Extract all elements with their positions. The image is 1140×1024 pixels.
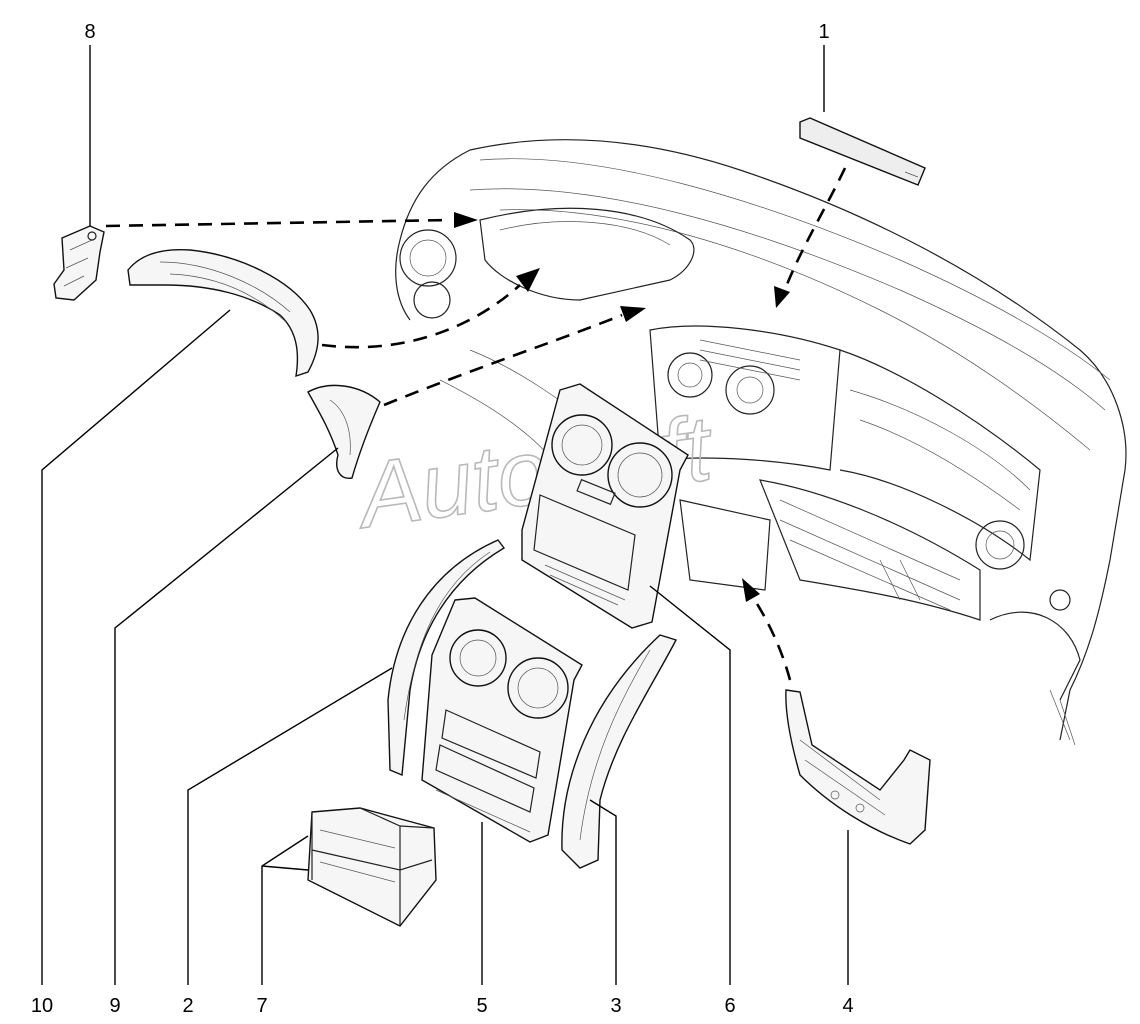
part-6-center-bezel bbox=[521, 383, 689, 629]
callout-10: 10 bbox=[31, 995, 53, 1017]
callout-7: 7 bbox=[256, 995, 267, 1017]
callout-4: 4 bbox=[842, 995, 853, 1017]
leader-lines bbox=[41, 45, 849, 985]
arrow-part-9-head bbox=[620, 306, 646, 322]
arrow-part-4-head bbox=[742, 578, 760, 602]
part-10-upper-trim bbox=[127, 248, 319, 378]
arrow-part-8 bbox=[105, 218, 451, 228]
arrow-part-10-head bbox=[516, 268, 540, 292]
part-1-top-panel bbox=[799, 117, 926, 186]
leader-3 bbox=[589, 799, 617, 985]
callout-3: 3 bbox=[610, 995, 621, 1017]
leader-10 bbox=[41, 309, 231, 985]
leader-9 bbox=[114, 447, 339, 985]
part-4-console-frame bbox=[785, 689, 931, 845]
part-5-center-bezel-lower bbox=[421, 597, 583, 843]
callout-labels: 1 8 10 9 2 7 5 3 6 4 bbox=[31, 21, 854, 1017]
leader-6 bbox=[649, 585, 731, 985]
part-7-storage-box bbox=[307, 807, 437, 927]
callout-9: 9 bbox=[109, 995, 120, 1017]
leader-2 bbox=[187, 667, 393, 985]
callout-5: 5 bbox=[476, 995, 487, 1017]
arrow-part-1 bbox=[782, 167, 847, 293]
part-3-right-trim bbox=[561, 634, 678, 869]
callout-8: 8 bbox=[84, 21, 95, 43]
callout-6: 6 bbox=[724, 995, 735, 1017]
part-9-corner-cap bbox=[307, 384, 381, 479]
arrow-part-10 bbox=[321, 284, 521, 349]
arrow-part-9 bbox=[383, 313, 623, 407]
arrow-part-8-head bbox=[454, 212, 478, 228]
leader-7 bbox=[261, 835, 309, 985]
arrow-part-4 bbox=[750, 595, 792, 681]
arrow-part-1-head bbox=[774, 286, 790, 308]
dashboard-assembly bbox=[395, 138, 1127, 746]
callout-2: 2 bbox=[182, 995, 193, 1017]
assembly-arrows bbox=[105, 167, 847, 681]
part-2-left-trim bbox=[387, 539, 506, 777]
callout-1: 1 bbox=[818, 21, 829, 43]
part-8-bracket bbox=[53, 225, 105, 301]
